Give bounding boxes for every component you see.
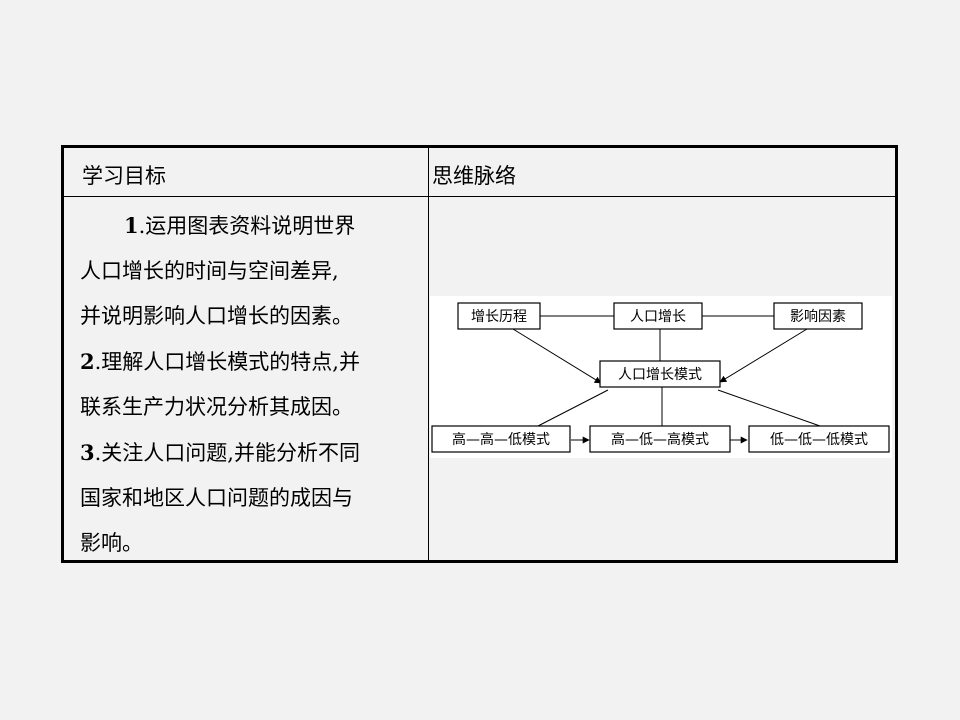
goal-1-line-3: 并说明影响人口增长的因素。	[80, 304, 353, 328]
goal-1: 1.运用图表资料说明世界	[124, 213, 356, 238]
node-box-factors	[773, 302, 863, 330]
node-growth: 人口增长	[630, 309, 686, 325]
header-cell-goals: 学习目标	[64, 148, 429, 197]
node-lll: 低—低—低模式	[770, 432, 868, 448]
arrow-factors-model	[719, 328, 808, 383]
goal-2-line-2: 联系生产力状况分析其成因。	[80, 395, 353, 419]
node-model: 人口增长模式	[618, 367, 702, 383]
header-goals: 学习目标	[82, 164, 166, 188]
goals-cell: 1.运用图表资料说明世界 人口增长的时间与空间差异, 并说明影响人口增长的因素。…	[64, 197, 429, 560]
node-box-hhl	[431, 425, 571, 453]
connector-model-lll	[717, 389, 821, 427]
arrow-history-model	[512, 328, 602, 384]
mindmap-cell: 增长历程 人口增长 影响因素 人口增长模式 高—高—低模式 高—低—高模式 低—…	[429, 197, 895, 560]
goals-text: 1.运用图表资料说明世界 人口增长的时间与空间差异, 并说明影响人口增长的因素。…	[80, 203, 420, 566]
node-history: 增长历程	[471, 309, 527, 325]
goal-2: 2.理解人口增长模式的特点,并	[80, 349, 360, 374]
header-cell-mindmap: 思维脉络	[429, 148, 895, 197]
node-box-history	[457, 302, 541, 330]
header-mindmap: 思维脉络	[432, 164, 516, 188]
node-box-model	[599, 360, 721, 388]
node-box-lll	[748, 425, 890, 453]
node-box-growth	[613, 302, 703, 330]
connector-model-hhl	[537, 389, 609, 427]
goal-3-line-2: 国家和地区人口问题的成因与	[80, 486, 353, 510]
node-hhl: 高—高—低模式	[452, 431, 550, 448]
node-hlh: 高—低—高模式	[611, 431, 709, 448]
content-table: 学习目标 思维脉络 1.运用图表资料说明世界 人口增长的时间与空间差异, 并说明…	[61, 145, 898, 563]
node-factors: 影响因素	[790, 309, 846, 325]
goal-3: 3.关注人口问题,并能分析不同	[80, 440, 360, 465]
node-box-hlh	[589, 425, 731, 453]
goal-1-line-2: 人口增长的时间与空间差异,	[80, 259, 339, 283]
goal-3-line-3: 影响。	[80, 531, 143, 555]
mind-map-diagram: 增长历程 人口增长 影响因素 人口增长模式 高—高—低模式 高—低—高模式 低—…	[430, 296, 892, 458]
